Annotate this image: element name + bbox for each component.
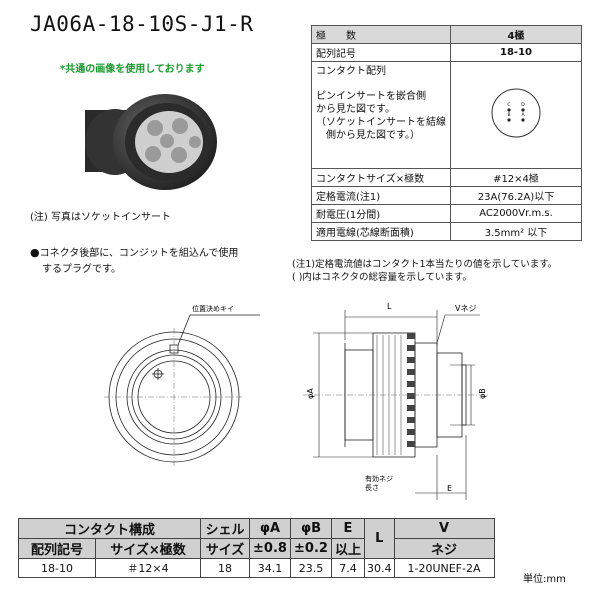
layout-text-3: （ソケットインサートを結線 xyxy=(316,117,446,128)
pin-letter: C xyxy=(507,102,510,108)
head-phi-a: φA xyxy=(249,518,291,539)
bullet: ● xyxy=(30,246,40,259)
key-label: 位置決めキイ xyxy=(192,304,234,313)
pin-letter: B xyxy=(507,112,510,118)
cell-e: 7.4 xyxy=(331,558,365,578)
connector-photo xyxy=(85,94,217,190)
spec-head-value: 4極 xyxy=(450,25,582,44)
spec-label: 定格電流(注1) xyxy=(311,186,451,205)
spec-value: 18-10 xyxy=(450,43,582,62)
layout-text-1: ピンインサートを嵌合側 xyxy=(316,91,426,102)
pin-letter: A xyxy=(521,112,525,118)
spec-value: 3.5mm² 以下 xyxy=(450,222,582,241)
head-code: 配列記号 xyxy=(18,538,96,559)
layout-title: コンタクト配列 xyxy=(316,66,386,77)
spec-value: 23A(76.2A)以下 xyxy=(450,186,582,205)
head-size: サイズ×極数 xyxy=(95,538,201,559)
head-phi-b-tol: ±0.2 xyxy=(290,538,332,559)
spec-label: 配列記号 xyxy=(311,43,451,62)
photo-caption: (注) 写真はソケットインサート xyxy=(30,212,171,223)
cell-shell: 18 xyxy=(200,558,250,578)
head-phi-b: φB xyxy=(290,518,332,539)
dimensions-table: コンタクト構成 シェル φA φB E L V 配列記号 サイズ×極数 サイズ … xyxy=(18,518,495,578)
layout-text-4: 側から見た図です。） xyxy=(316,130,420,141)
cell-phi-a: 34.1 xyxy=(249,558,291,578)
cell-code: 18-10 xyxy=(18,558,96,578)
spec-label: コンタクトサイズ×極数 xyxy=(311,168,451,187)
notes: (注1)定格電流値はコンタクト1本当たりの値を示しています。 ( )内はコネクタ… xyxy=(292,258,557,284)
cell-size: ＃12×4 xyxy=(95,558,201,578)
unit-label: 単位:mm xyxy=(523,574,566,585)
dim-l-label: L xyxy=(387,302,392,311)
description-line-1: コネクタ後部に、コンジットを組込んで使用 xyxy=(39,248,239,259)
thread-length-label-1: 有効ネジ xyxy=(365,474,393,483)
dim-e-label: E xyxy=(447,484,452,493)
spec-table: 極 数 4極 配列記号 18-10 コンタクト配列 ピンインサートを嵌合側 から… xyxy=(311,25,582,241)
dim-phi-a-label: φA xyxy=(306,388,315,399)
pin-letter: D xyxy=(521,102,525,108)
thread-length-label-2: 長さ xyxy=(365,484,379,492)
head-l: L xyxy=(364,518,395,559)
head-v-thread: ネジ xyxy=(393,538,495,559)
spec-label: 耐電圧(1分間) xyxy=(311,204,451,223)
dim-phi-b-label: φB xyxy=(478,388,487,399)
head-e: E xyxy=(331,518,365,539)
head-phi-a-tol: ±0.8 xyxy=(249,538,291,559)
contact-layout-diagram-cell: C D B A xyxy=(450,61,582,169)
cell-phi-b: 23.5 xyxy=(290,558,332,578)
front-view-drawing: 位置決めキイ xyxy=(104,304,260,466)
head-shell-size: サイズ xyxy=(200,538,250,559)
contact-layout-cell: コンタクト配列 ピンインサートを嵌合側 から見た図です。 （ソケットインサートを… xyxy=(311,61,451,169)
spec-value: #12×4極 xyxy=(450,168,582,187)
head-v: V xyxy=(393,518,495,539)
cell-l: 30.4 xyxy=(364,558,395,578)
dim-v-label: Vネジ xyxy=(455,304,476,313)
photo-note: *共通の画像を使用しております xyxy=(60,64,205,75)
spec-value: AC2000Vr.m.s. xyxy=(450,204,582,223)
head-shell: シェル xyxy=(200,518,250,539)
product-title: JA06A-18-10S-J1-R xyxy=(30,12,254,36)
description-line-2: するプラグです。 xyxy=(42,264,121,275)
description: ●コネクタ後部に、コンジットを組込んで使用 するプラグです。 xyxy=(30,245,290,278)
head-contact: コンタクト構成 xyxy=(18,518,201,539)
note-line-1: (注1)定格電流値はコンタクト1本当たりの値を示しています。 xyxy=(292,259,558,270)
cell-v: 1-20UNEF-2A xyxy=(393,558,495,578)
contact-layout-diagram: C D B A xyxy=(491,88,541,138)
head-e-min: 以上 xyxy=(331,538,365,559)
spec-label: 適用電線(芯線断面積) xyxy=(311,222,451,241)
note-line-2: ( )内はコネクタの総容量を示しています。 xyxy=(292,272,472,283)
spec-head-label: 極 数 xyxy=(311,25,451,44)
side-view-drawing: L Vネジ φA φB 有効ネジ 長さ E xyxy=(303,302,490,500)
layout-text-2: から見た図です。 xyxy=(316,104,395,115)
